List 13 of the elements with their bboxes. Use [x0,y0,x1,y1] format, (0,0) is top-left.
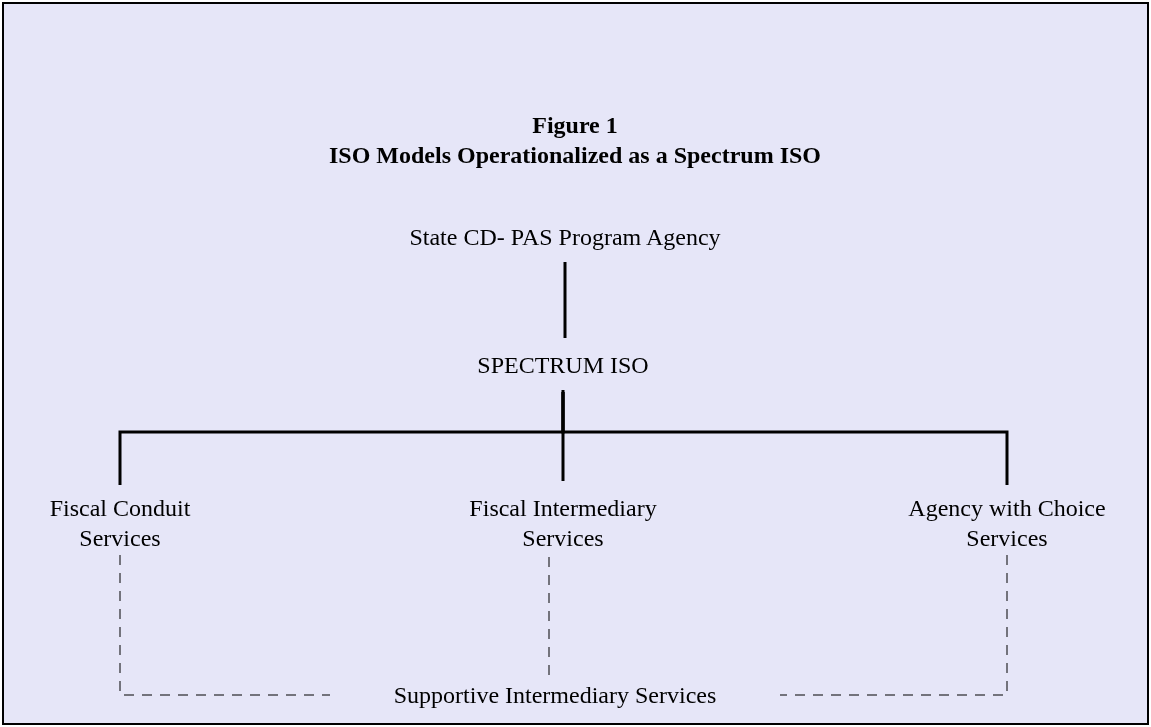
dashed-connector [119,554,331,696]
diagram-title: ISO Models Operationalized as a Spectrum ISO [328,141,822,170]
node-label: State CD- PAS Program Agency [408,223,722,252]
connector-line [561,392,1009,485]
node-label: Fiscal Conduit Services [48,494,192,553]
node-label: Supportive Intermediary Services [392,681,718,710]
node-label: Agency with Choice Services [907,494,1107,553]
node-label: SPECTRUM ISO [476,351,650,380]
node-label: Fiscal Intermediary Services [468,494,658,553]
connector-line [561,390,565,481]
figure-number: Figure 1 [531,111,619,140]
connector-line [563,262,567,338]
dashed-connector [779,554,1008,696]
